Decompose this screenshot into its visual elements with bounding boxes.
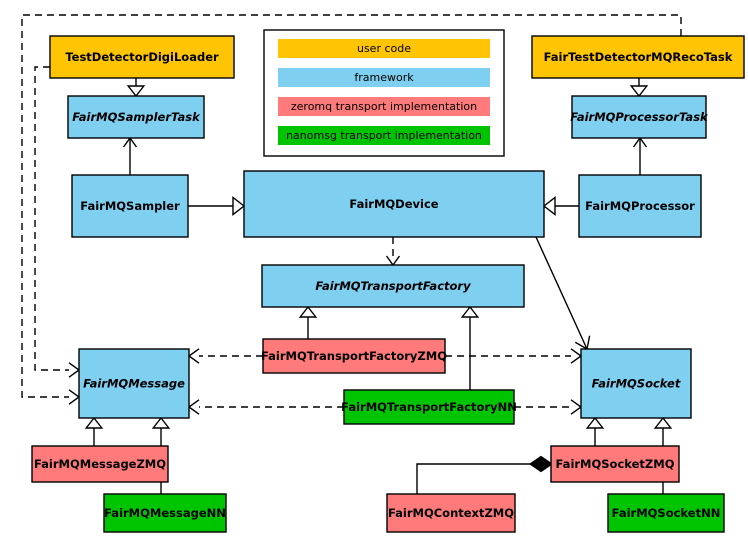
legend-item-framework: framework <box>278 68 490 87</box>
edge-association <box>535 236 591 351</box>
edge-generalization <box>542 195 579 217</box>
class-node-FairMQSocket[interactable]: FairMQSocket <box>580 348 692 419</box>
class-node-FairMQSocketNN[interactable]: FairMQSocketNN <box>607 493 725 533</box>
edge-dependency <box>385 237 401 267</box>
legend-swatch-framework <box>278 68 490 87</box>
class-node-FairMQDevice[interactable]: FairMQDevice <box>243 170 545 238</box>
class-node-FairMQContextZMQ[interactable]: FairMQContextZMQ <box>386 493 516 533</box>
legend-swatch-zeromq <box>278 97 490 116</box>
class-node-FairMQMessageNN[interactable]: FairMQMessageNN <box>103 493 227 533</box>
edge-generalization <box>585 416 605 446</box>
edge-generalization <box>298 305 318 339</box>
class-node-FairMQTransportFactoryNN[interactable]: FairMQTransportFactoryNN <box>341 389 517 425</box>
class-node-FairMQProcessorTask[interactable]: FairMQProcessorTask <box>570 95 709 139</box>
class-node-FairMQSampler[interactable]: FairMQSampler <box>71 174 189 238</box>
class-node-FairMQTransportFactory[interactable]: FairMQTransportFactory <box>261 264 525 308</box>
edge-generalization <box>84 416 104 446</box>
edge-dependency <box>187 348 263 364</box>
edge-association <box>122 136 138 175</box>
class-node-FairMQProcessor[interactable]: FairMQProcessor <box>578 174 702 238</box>
edge-composition <box>416 455 554 494</box>
class-node-FairMQSamplerTask[interactable]: FairMQSamplerTask <box>67 95 205 139</box>
class-node-TestDetectorDigiLoader[interactable]: TestDetectorDigiLoader <box>49 35 235 79</box>
edge-generalization <box>460 305 480 390</box>
class-node-FairMQMessage[interactable]: FairMQMessage <box>78 348 190 419</box>
class-node-FairTestDetectorMQRecoTask[interactable]: FairTestDetectorMQRecoTask <box>531 35 745 79</box>
edge-dependency <box>187 399 344 415</box>
legend-swatch-nanomsg <box>278 126 490 145</box>
edge-association <box>632 136 648 175</box>
legend-item-nanomsg: nanomsg transport implementation <box>278 126 490 145</box>
legend-item-user_code: user code <box>278 39 490 58</box>
edge-generalization <box>188 195 246 217</box>
class-node-FairMQMessageZMQ[interactable]: FairMQMessageZMQ <box>31 445 169 483</box>
class-node-FairMQTransportFactoryZMQ[interactable]: FairMQTransportFactoryZMQ <box>261 338 447 374</box>
edge-dependency <box>445 348 583 364</box>
edge-dependency <box>514 399 583 415</box>
legend-layer: user code framework zeromq transport imple… <box>263 29 505 157</box>
class-node-FairMQSocketZMQ[interactable]: FairMQSocketZMQ <box>550 445 680 483</box>
legend-swatch-user_code <box>278 39 490 58</box>
legend-item-zeromq: zeromq transport implementation <box>278 97 490 116</box>
